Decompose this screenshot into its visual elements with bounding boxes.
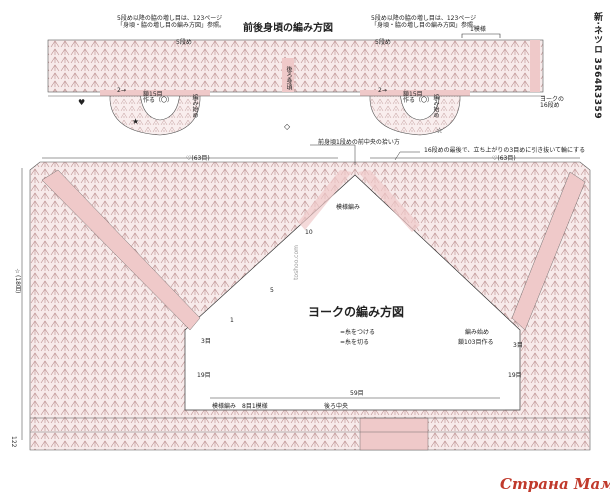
logo-text: Страна Мам xyxy=(500,475,610,493)
row-10: 10 xyxy=(305,229,313,236)
row-5: 5 xyxy=(270,287,274,294)
legend-attach: =糸をつける xyxy=(340,329,376,336)
diamond-marker: ◇ xyxy=(284,122,291,131)
back-center-label: 後ろ中央 xyxy=(324,403,349,410)
star-marker: ★ xyxy=(132,117,140,126)
row5-left: 5段め xyxy=(176,39,192,46)
stitch-3-left: 3目 xyxy=(201,338,211,345)
last-row-note: 16段めの最後で、立ち上がりの3目めに引き抜いて輪にする xyxy=(424,147,586,154)
top-note-right: 5段め以降の脇の増し目は、123ページ 「身頃・脇の増し目の編み方図」参照。 xyxy=(371,15,480,29)
right-edge-band xyxy=(530,40,540,92)
yoke-row16-label: ヨークの 16段め xyxy=(540,96,565,109)
yoke-start-chain: 鎖103目作る xyxy=(458,339,494,346)
right-chain-label: 鎖15目 作る（〇） xyxy=(403,91,434,104)
yoke-start-label: 編み始め xyxy=(465,329,490,336)
star-open-marker: ☆ xyxy=(436,126,444,135)
top-note-left: 5段め以降の脇の増し目は、123ページ 「身頃・脇の増し目の編み方図」参照。 xyxy=(117,15,226,29)
pattern-unit-label: 1模様 xyxy=(470,26,486,33)
top-chart xyxy=(47,33,545,136)
bottom-pattern-label: 模様編み 8目1模様 xyxy=(212,403,268,410)
watermark: toshoo.com xyxy=(293,245,300,280)
heart-marker: ♥ xyxy=(78,98,86,107)
left-raglan-band xyxy=(41,169,201,331)
left-side-band xyxy=(100,90,210,96)
yoke-inner-ring xyxy=(184,330,521,411)
left-side-count: ☆(18目) xyxy=(14,268,21,294)
side-code: 新·ネツロ 3564R3359 xyxy=(592,12,602,120)
right-stitch-count: ♡(63目) xyxy=(492,155,516,162)
yoke-chart-title: ヨークの編み方図 xyxy=(308,305,405,319)
left-stitch-count: ♡(63目) xyxy=(186,155,210,162)
left-armhole-hole xyxy=(139,91,181,121)
left-start-label: 編み始め xyxy=(191,94,198,118)
right-start-label: 編み始め xyxy=(432,94,439,118)
top-chart-body xyxy=(47,39,544,93)
row-1: 1 xyxy=(230,317,234,324)
row2-right: 2→ xyxy=(378,87,387,94)
site-logo[interactable]: Страна Мам xyxy=(500,475,610,493)
pattern-stitch-label: 模様編み xyxy=(336,204,361,211)
yoke-chart xyxy=(21,144,591,451)
back-neck-label: 後ろ身頃 xyxy=(285,66,292,90)
right-raglan-band xyxy=(511,171,586,331)
back-center-block xyxy=(359,417,429,451)
pickup-note: 前身頃1段めの前中央の拾い方 xyxy=(318,139,400,146)
center-right-raglan xyxy=(358,170,420,232)
row2-left: 2→ xyxy=(117,87,126,94)
back-neck-band xyxy=(282,58,294,92)
left-chain-label: 鎖15目 作る（〇） xyxy=(143,91,174,104)
page-number: 122 xyxy=(10,436,17,448)
center-left-raglan xyxy=(298,170,352,230)
legend-cut: =糸を切る xyxy=(340,339,370,346)
stitch-3-right: 3目 xyxy=(513,342,523,349)
right-armhole-hole xyxy=(399,91,441,121)
right-side-band xyxy=(360,90,470,96)
top-chart-title: 前後身頃の編み方図 xyxy=(243,23,333,34)
stitch-19-right: 19目 xyxy=(508,372,522,379)
count-59: 59目 xyxy=(350,390,364,397)
row5-right: 5段め xyxy=(375,39,391,46)
stitch-19-left: 19目 xyxy=(197,372,211,379)
